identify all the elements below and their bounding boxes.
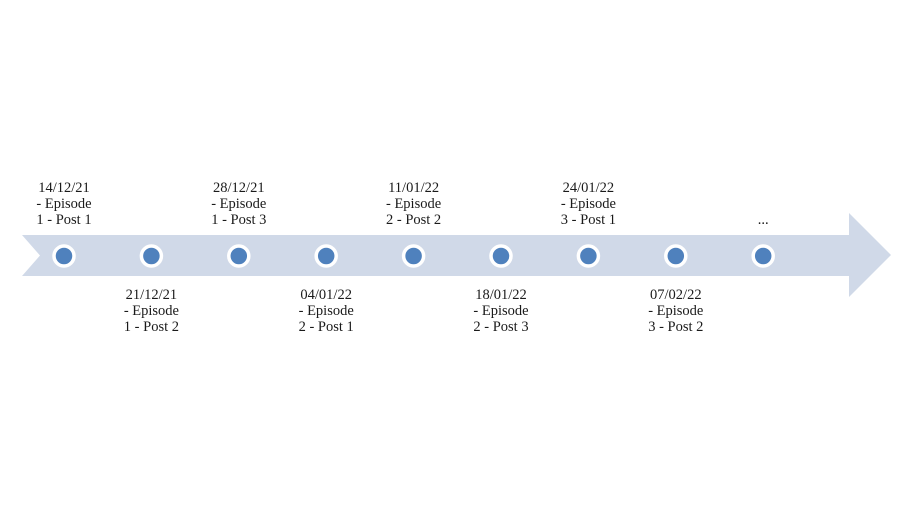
- milestone-label-line: - Episode: [36, 196, 91, 212]
- milestone-label-line: 2 - Post 2: [386, 212, 441, 228]
- milestone-label: ...: [758, 212, 769, 228]
- milestone-dot: [52, 244, 76, 268]
- milestone-label-line: 2 - Post 3: [473, 319, 528, 335]
- milestone-dot: [139, 244, 164, 268]
- milestone-label-line: - Episode: [211, 196, 266, 212]
- milestone-label-line: 18/01/22: [475, 287, 527, 303]
- timeline-arrow: [22, 213, 891, 297]
- milestone-label-line: - Episode: [473, 303, 528, 319]
- milestone-dot: [664, 244, 688, 268]
- milestone-label-line: 2 - Post 1: [299, 319, 354, 335]
- milestone-label-line: 07/02/22: [650, 287, 702, 303]
- milestone-label-line: 14/12/21: [38, 180, 90, 196]
- milestone-label-line: 3 - Post 1: [561, 212, 616, 228]
- milestone-dot: [576, 244, 601, 268]
- milestone-label-line: 11/01/22: [388, 180, 439, 196]
- milestone-dot: [489, 244, 513, 268]
- milestone-label-line: 21/12/21: [126, 287, 178, 303]
- milestone-dot: [751, 244, 775, 268]
- milestone-label-line: 28/12/21: [213, 180, 265, 196]
- milestone-dot: [314, 244, 338, 268]
- milestone-label-line: - Episode: [386, 196, 441, 212]
- milestone-label-line: - Episode: [124, 303, 179, 319]
- milestone-label-line: 1 - Post 3: [211, 212, 266, 228]
- milestone-label-line: - Episode: [299, 303, 354, 319]
- milestone-dot: [227, 244, 251, 268]
- milestone-label-line: 1 - Post 1: [36, 212, 91, 228]
- milestone-label-line: - Episode: [561, 196, 616, 212]
- milestone-label-line: 1 - Post 2: [124, 319, 179, 335]
- milestone-label-line: - Episode: [648, 303, 703, 319]
- milestone-label-line: 04/01/22: [300, 287, 352, 303]
- milestone-dot: [401, 244, 426, 268]
- milestone-label-line: ...: [758, 212, 769, 228]
- milestone-label-line: 3 - Post 2: [648, 319, 703, 335]
- milestone-label-line: 24/01/22: [563, 180, 615, 196]
